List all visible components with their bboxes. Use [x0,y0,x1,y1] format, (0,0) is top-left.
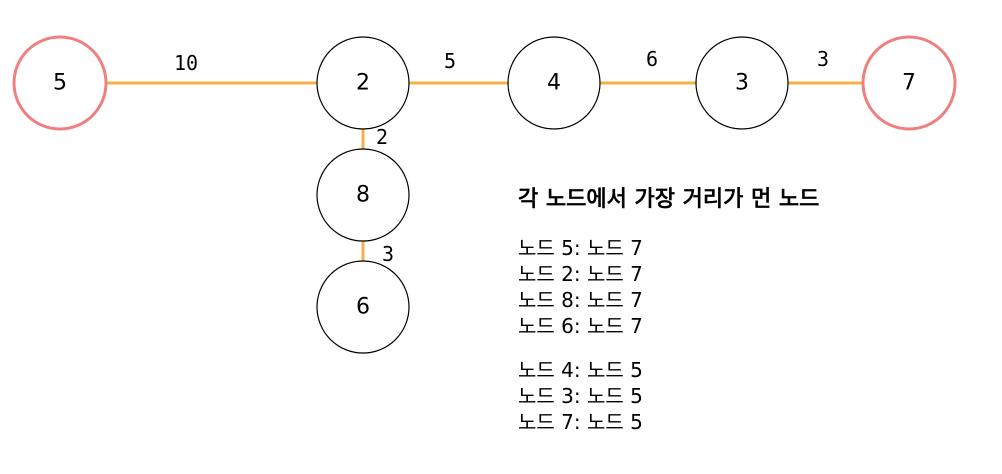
node-4-label: 4 [547,71,561,96]
node-3-label: 3 [735,71,749,96]
result-line: 노드 4: 노드 5 [518,358,643,382]
result-line: 노드 3: 노드 5 [518,384,643,408]
node-7-circle [861,35,957,131]
node-2-circle [316,36,410,130]
farthest-node-panel: 각 노드에서 가장 거리가 먼 노드 노드 5: 노드 7 노드 2: 노드 7… [518,183,819,435]
node-8-circle [316,148,410,242]
node-3-circle [695,36,789,130]
result-line: 노드 5: 노드 7 [518,236,643,260]
node-2-label: 2 [356,71,370,96]
node-6-circle [316,260,410,354]
result-line: 노드 8: 노드 7 [518,288,643,312]
edge-weight-label: 3 [382,242,394,266]
result-group: 노드 4: 노드 5 노드 3: 노드 5 노드 7: 노드 5 [518,357,819,435]
node-5-circle [12,35,108,131]
edge-weight-label: 5 [444,49,456,73]
node-4-circle [507,36,601,130]
node-8-label: 8 [356,183,370,208]
node-7-label: 7 [902,71,916,96]
result-line: 노드 7: 노드 5 [518,410,643,434]
edge-weight-label: 2 [376,125,388,149]
edge-weight-label: 6 [646,47,658,71]
node-5-label: 5 [53,71,67,96]
result-line: 노드 6: 노드 7 [518,314,643,338]
panel-title: 각 노드에서 가장 거리가 먼 노드 [518,187,820,212]
result-group: 노드 5: 노드 7 노드 2: 노드 7 노드 8: 노드 7 노드 6: 노… [518,235,819,339]
node-6-label: 6 [356,295,370,320]
edge-weight-label: 3 [817,47,829,71]
edge-weight-label: 10 [174,51,198,75]
result-line: 노드 2: 노드 7 [518,262,643,286]
